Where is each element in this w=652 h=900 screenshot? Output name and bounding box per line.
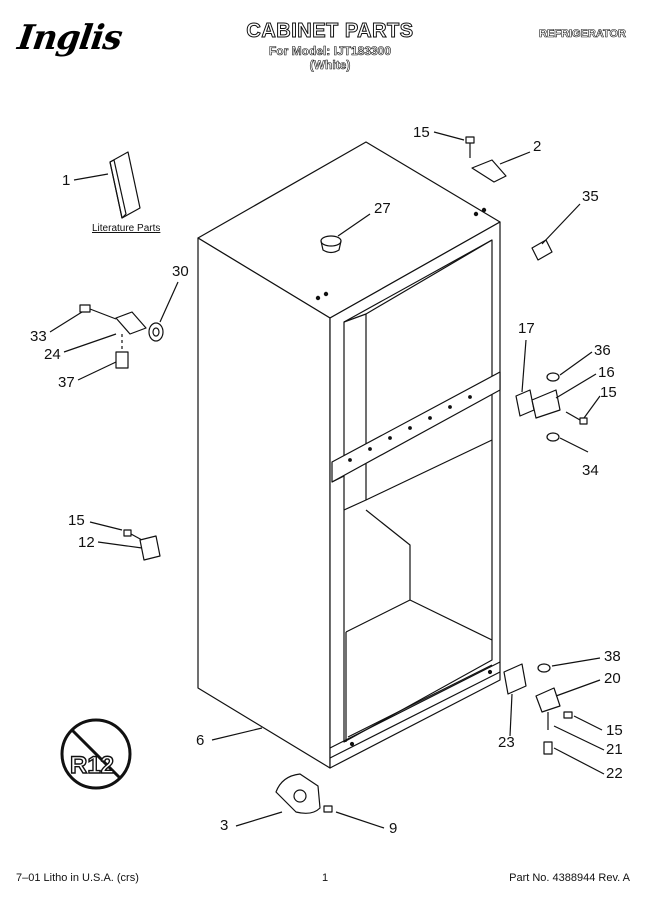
callout-24: 24 [44, 346, 61, 363]
bottom-hinge-icon [535, 687, 561, 713]
callout-16: 16 [598, 364, 615, 381]
callout-1: 1 [62, 172, 71, 189]
callout-34: 34 [582, 462, 599, 479]
callout-23: 23 [498, 734, 515, 751]
callout-17: 17 [518, 320, 535, 337]
model-line: For Model: IJT183300 [268, 44, 392, 59]
callout-15-bottom: 15 [606, 722, 623, 739]
callout-37: 37 [58, 374, 75, 391]
bracket-icon [115, 311, 147, 335]
cabinet-front [329, 221, 501, 769]
middle-hinge-icon [515, 389, 535, 417]
callout-35: 35 [582, 188, 599, 205]
callout-15-top: 15 [413, 124, 430, 141]
callout-6: 6 [196, 732, 205, 749]
callout-27: 27 [374, 200, 391, 217]
page-title: CABINET PARTS [246, 20, 414, 43]
footer-litho: 7–01 Litho in U.S.A. (crs) [16, 872, 139, 884]
callout-22: 22 [606, 765, 623, 782]
cap-plug-icon [320, 235, 342, 247]
callout-15-left: 15 [68, 512, 85, 529]
footer-page-number: 1 [322, 872, 329, 884]
literature-parts-label: Literature Parts [92, 223, 161, 234]
callout-20: 20 [604, 670, 621, 687]
r12-badge [60, 718, 132, 790]
callout-30: 30 [172, 263, 189, 280]
footer-part-number: Part No. 4388944 Rev. A [509, 872, 630, 884]
roller-icon [148, 322, 164, 342]
callout-36: 36 [594, 342, 611, 359]
center-mullion [331, 371, 501, 483]
top-hinge-icon [471, 159, 507, 183]
callout-2: 2 [533, 138, 542, 155]
cabinet-side [197, 237, 331, 769]
callout-3: 3 [220, 817, 229, 834]
callout-38: 38 [604, 648, 621, 665]
callout-9: 9 [389, 820, 398, 837]
lower-hinge-icon [275, 773, 321, 814]
door-stop-icon [139, 535, 161, 561]
r12-badge-text: R12 [70, 752, 114, 779]
spacer-icon [115, 351, 129, 369]
hinge-cover-icon [531, 239, 553, 261]
callout-15-middle: 15 [600, 384, 617, 401]
cabinet-opening [343, 239, 493, 743]
bottom-bracket-icon [503, 663, 527, 695]
category-label: REFRIGERATOR [539, 28, 627, 41]
color-line: (White) [309, 58, 351, 73]
callout-21: 21 [606, 741, 623, 758]
callout-33: 33 [30, 328, 47, 345]
callout-12: 12 [78, 534, 95, 551]
